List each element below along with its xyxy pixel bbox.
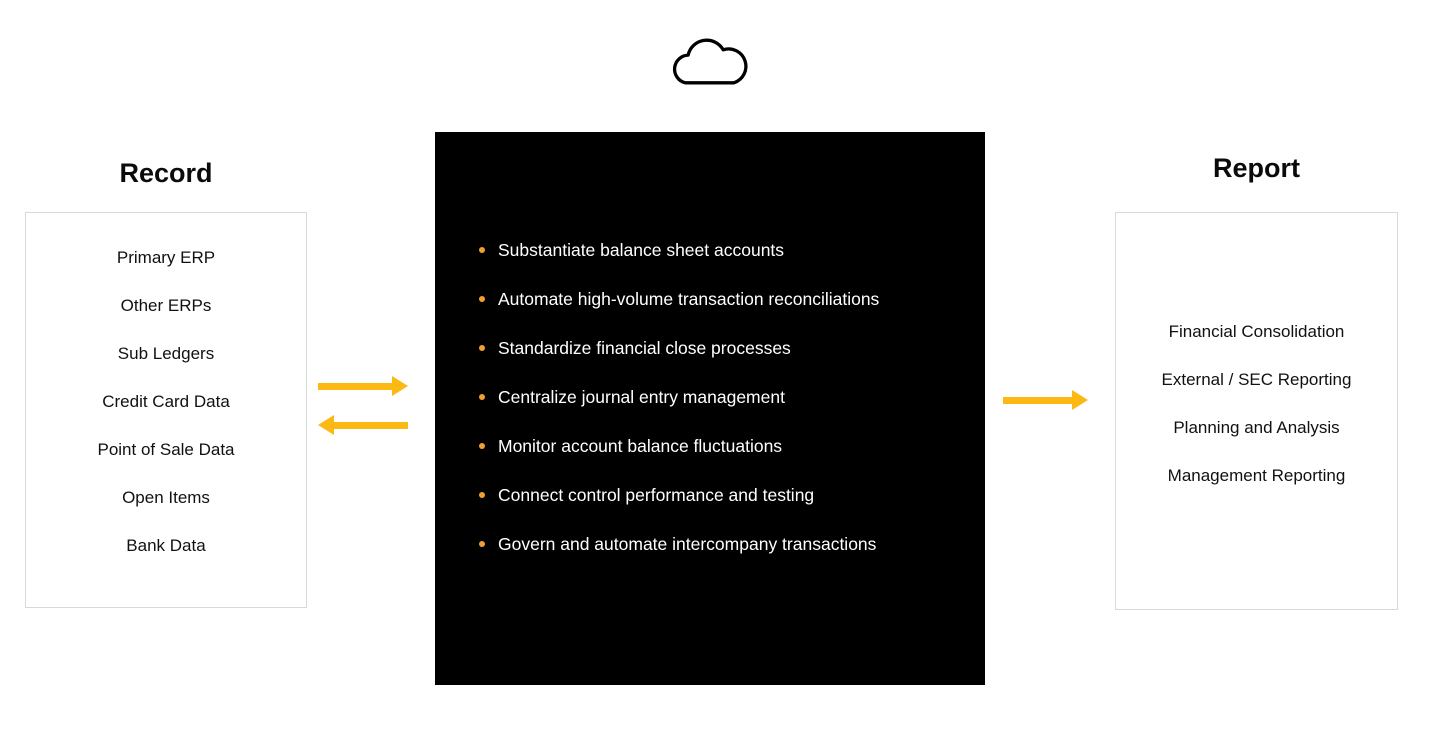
platform-item-label: Govern and automate intercompany transac… (498, 534, 877, 554)
record-list: Primary ERP Other ERPs Sub Ledgers Credi… (26, 213, 306, 557)
platform-list: Substantiate balance sheet accounts Auto… (435, 132, 985, 555)
report-item: Financial Consolidation (1168, 322, 1345, 341)
platform-item-label: Centralize journal entry management (498, 387, 785, 407)
record-panel: Primary ERP Other ERPs Sub Ledgers Credi… (25, 212, 307, 608)
arrow-shaft (334, 421, 408, 429)
platform-item: Substantiate balance sheet accounts (479, 239, 955, 261)
bullet-icon (479, 247, 485, 253)
bullet-icon (479, 541, 485, 547)
arrow-left-icon (318, 415, 408, 435)
arrow-right-icon (1003, 390, 1088, 410)
report-list: Financial Consolidation External / SEC R… (1116, 213, 1397, 487)
platform-panel: Substantiate balance sheet accounts Auto… (435, 132, 985, 685)
platform-item-label: Connect control performance and testing (498, 485, 815, 505)
bullet-icon (479, 492, 485, 498)
record-item: Bank Data (126, 536, 206, 555)
platform-item: Govern and automate intercompany transac… (479, 533, 955, 555)
record-heading: Record (119, 158, 213, 188)
record-item: Other ERPs (120, 296, 212, 315)
bullet-icon (479, 345, 485, 351)
bullet-icon (479, 394, 485, 400)
record-item: Primary ERP (116, 248, 216, 267)
platform-item: Standardize financial close processes (479, 337, 955, 359)
platform-item: Monitor account balance fluctuations (479, 435, 955, 457)
platform-item: Automate high-volume transaction reconci… (479, 288, 955, 310)
arrow-head (1072, 390, 1088, 410)
record-item: Credit Card Data (102, 392, 230, 411)
platform-item: Connect control performance and testing (479, 484, 955, 506)
report-item: External / SEC Reporting (1161, 370, 1352, 389)
report-item: Planning and Analysis (1173, 418, 1340, 437)
arrow-head (392, 376, 408, 396)
arrow-shaft (318, 382, 392, 390)
platform-item: Centralize journal entry management (479, 386, 955, 408)
platform-item-label: Standardize financial close processes (498, 338, 791, 358)
report-item: Management Reporting (1167, 466, 1346, 485)
arrow-shaft (1003, 396, 1072, 404)
record-item: Open Items (122, 488, 210, 507)
platform-item-label: Automate high-volume transaction reconci… (498, 289, 880, 309)
record-item: Point of Sale Data (97, 440, 235, 459)
platform-item-label: Monitor account balance fluctuations (498, 436, 783, 456)
arrow-head (318, 415, 334, 435)
platform-item-label: Substantiate balance sheet accounts (498, 240, 785, 260)
report-panel: Financial Consolidation External / SEC R… (1115, 212, 1398, 610)
arrow-right-icon (318, 376, 408, 396)
record-item: Sub Ledgers (117, 344, 215, 363)
cloud-icon (672, 38, 748, 85)
bullet-icon (479, 296, 485, 302)
report-heading: Report (1213, 153, 1300, 183)
bullet-icon (479, 443, 485, 449)
